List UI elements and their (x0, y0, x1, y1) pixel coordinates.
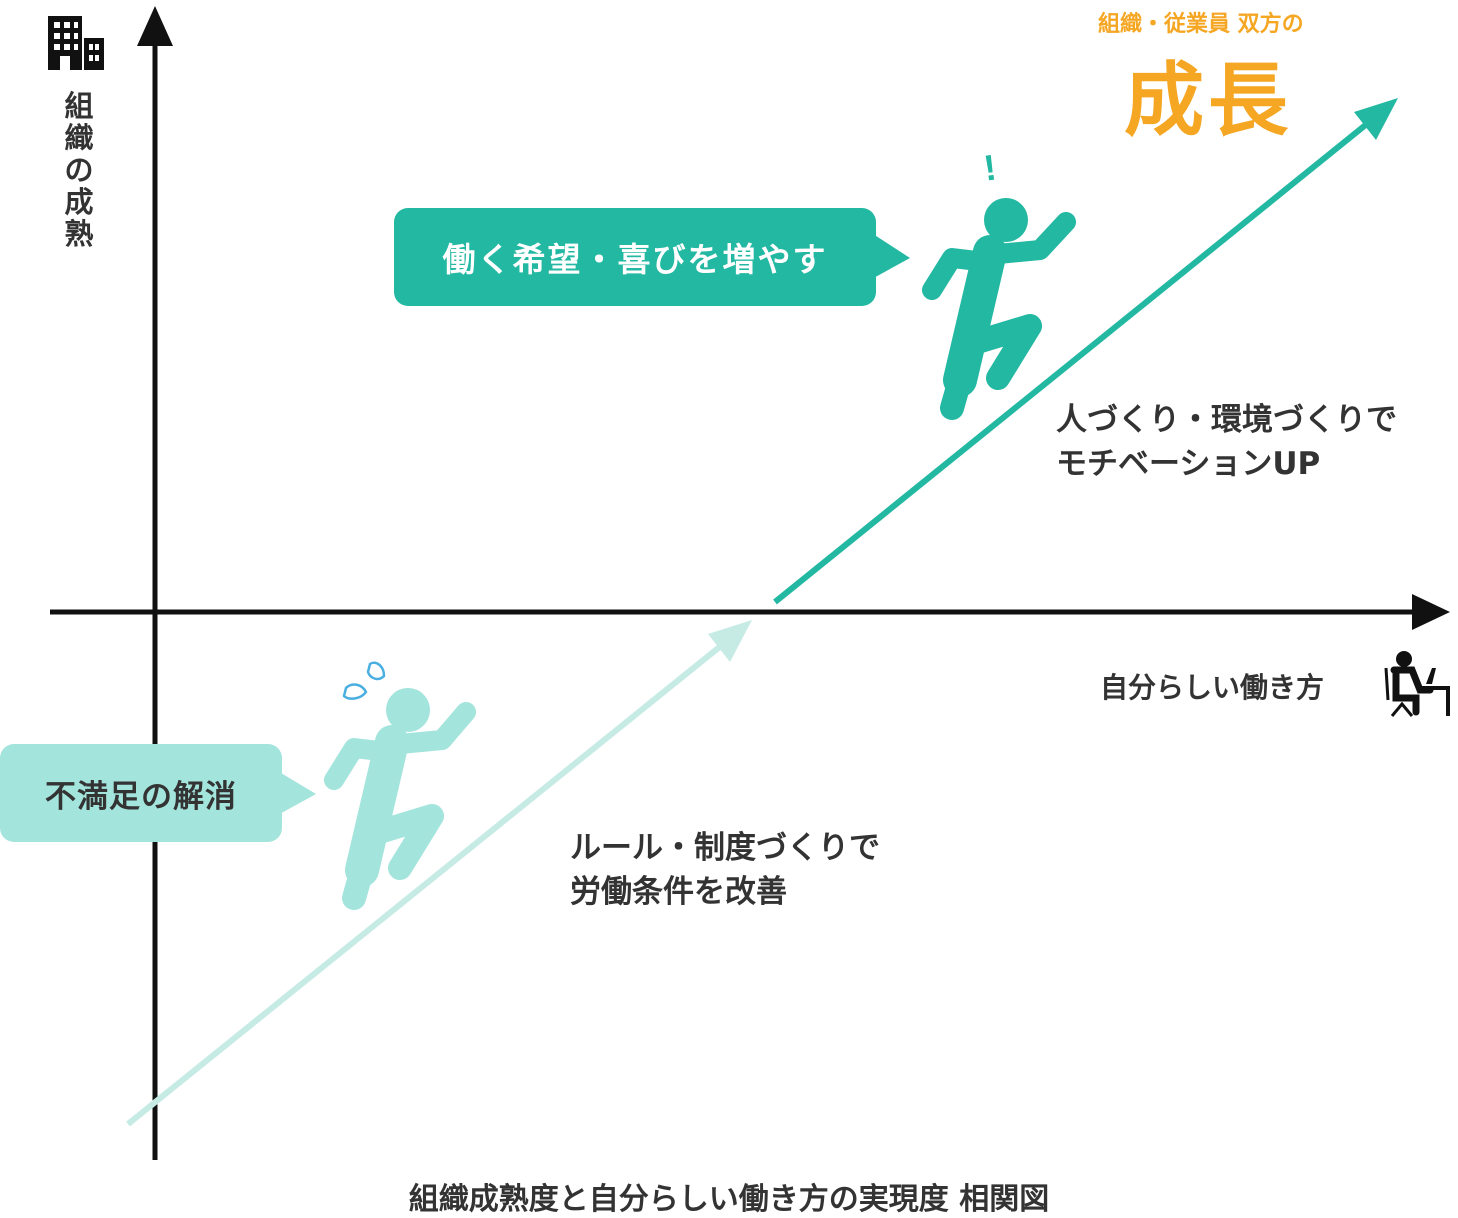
lower-path-description: ルール・制度づくりで 労働条件を改善 (570, 826, 880, 914)
lower-bubble-text: 不満足の解消 (45, 778, 237, 815)
lower-growth-arrow (126, 620, 752, 1127)
upper-path-line2: モチベーションUP (1056, 446, 1321, 482)
x-axis-label: 自分らしい働き方 (1100, 671, 1325, 704)
lower-speech-bubble: 不満足の解消 (0, 744, 282, 842)
lower-path-line2: 労働条件を改善 (570, 874, 787, 910)
upper-bubble-tail (870, 232, 910, 280)
lower-path-line1: ルール・制度づくりで (570, 830, 880, 866)
growth-caption: 組織・従業員 双方の (1098, 12, 1304, 37)
upper-path-line1: 人づくり・環境づくりで (1056, 402, 1397, 438)
upper-bubble-text: 働く希望・喜びを増やす (442, 240, 828, 279)
upper-exclamation: ! (981, 146, 999, 188)
y-axis-label: 組織の成熟 (64, 89, 94, 251)
footer-caption: 組織成熟度と自分らしい働き方の実現度 相関図 (408, 1182, 1050, 1217)
upper-path-description: 人づくり・環境づくりで モチベーションUP (1056, 398, 1397, 486)
upper-speech-bubble: 働く希望・喜びを増やす (394, 208, 876, 306)
lower-bubble-tail (276, 770, 316, 816)
sweat-drop-icon (342, 661, 386, 700)
building-icon (48, 16, 104, 70)
upper-running-person-icon: ! (922, 146, 1076, 420)
x-axis (50, 594, 1450, 630)
growth-word: 成長 (1124, 54, 1292, 147)
desk-worker-icon (1384, 651, 1450, 717)
upper-growth-arrow (773, 98, 1398, 605)
lower-running-person-icon (324, 688, 476, 910)
y-axis (137, 6, 173, 1160)
